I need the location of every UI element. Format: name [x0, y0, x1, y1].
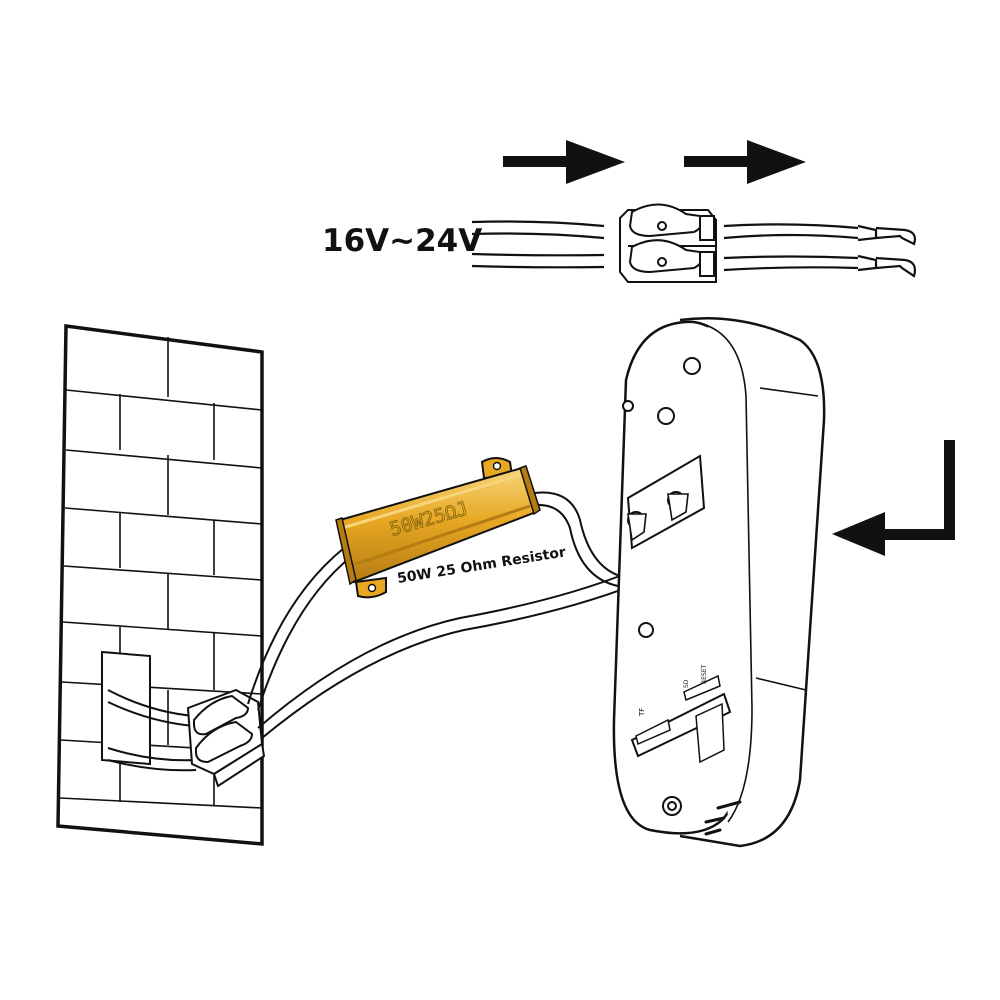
terminal-plate — [626, 454, 706, 550]
doorbell-unit — [612, 317, 826, 848]
wire-connector — [619, 203, 717, 283]
tf-slot-label: TF — [638, 708, 646, 717]
right-arrow-icon — [503, 140, 625, 184]
voltage-label: 16V~24V — [322, 223, 482, 259]
right-arrow-icon — [684, 140, 806, 184]
input-wires — [471, 220, 605, 269]
sd-label: SD — [683, 679, 690, 688]
bottom-panel — [630, 674, 742, 836]
bent-left-arrow-icon — [832, 440, 955, 556]
mounting-holes — [622, 357, 701, 638]
wall-junction-box — [101, 650, 151, 766]
output-wires — [723, 223, 917, 278]
wall-wires — [107, 689, 197, 772]
reset-label: RESET — [701, 664, 708, 684]
resistor: 50W25ΩJ — [335, 457, 541, 599]
wall-wire-connector — [186, 688, 266, 788]
